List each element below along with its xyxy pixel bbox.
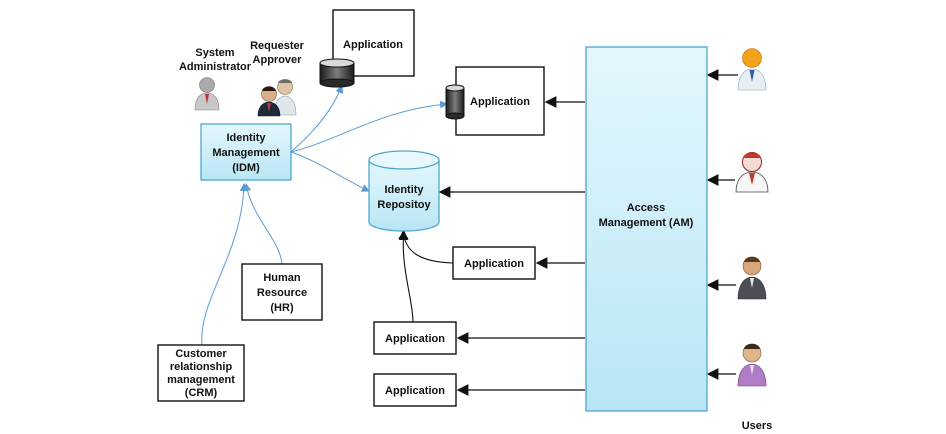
repo-app-to-repository-connector	[398, 229, 454, 264]
access-management-node: Access Management (AM)	[585, 46, 708, 412]
sysadmin-role: System Administrator	[179, 47, 252, 111]
hr-label-line-1: Human	[263, 272, 301, 284]
crm-to-idm-connector	[201, 183, 248, 346]
user-1-person-icon	[737, 48, 767, 91]
human-resource-node: Human Resource (HR)	[241, 263, 323, 321]
am-box	[585, 46, 708, 412]
low-app-to-repository-connector	[398, 229, 414, 323]
low-application-1: Application	[373, 321, 457, 355]
low-application-2-box	[373, 373, 457, 407]
am-label-line-2: Management (AM)	[599, 217, 694, 229]
crm-node: Customer relationship management (CRM)	[157, 344, 245, 402]
requester-person-icon	[257, 86, 281, 117]
hr-to-idm-connector	[243, 183, 283, 265]
mid-application-box	[455, 66, 545, 136]
user-2-person-icon	[735, 152, 769, 193]
idm-box	[200, 123, 292, 181]
idm-to-top-app-connector	[290, 85, 344, 153]
sysadmin-person-icon	[194, 77, 220, 111]
identity-repository-node: Identity Repositoy	[368, 150, 440, 232]
crm-label-line-1: Customer	[175, 348, 227, 360]
hr-label-line-2: Resource	[257, 287, 307, 299]
crm-box	[157, 344, 245, 402]
low-application-1-label: Application	[385, 333, 445, 345]
connectors	[201, 69, 738, 396]
requester-role: Requester Approver	[250, 40, 305, 117]
low-application-2-label: Application	[385, 385, 445, 397]
low-application-2: Application	[373, 373, 457, 407]
idm-label-line-2: Management	[212, 147, 280, 159]
idm-to-repository-connector	[290, 151, 370, 192]
top-application-label: Application	[343, 39, 403, 51]
low-application-1-box	[373, 321, 457, 355]
hr-label-line-3: (HR)	[270, 302, 294, 314]
repository-cylinder-body	[368, 160, 440, 232]
mid-application-database-icon	[445, 84, 465, 120]
idm-label-line-3: (IDM)	[232, 162, 260, 174]
hr-box	[241, 263, 323, 321]
mid-application: Application	[445, 66, 545, 136]
user-3-person-icon	[737, 256, 767, 300]
repo-application-box	[452, 246, 536, 280]
crm-label-line-2: relationship	[170, 361, 233, 373]
crm-label-line-4: (CRM)	[185, 387, 218, 399]
sysadmin-label-line-1: System	[195, 47, 234, 59]
idm-to-mid-app-connector	[290, 100, 448, 153]
user-4-person-icon	[737, 343, 767, 387]
top-application-database-icon	[319, 58, 355, 88]
crm-label-line-3: management	[167, 374, 235, 386]
sysadmin-label-line-2: Administrator	[179, 61, 252, 73]
repository-cylinder-top	[368, 150, 440, 170]
mid-application-label: Application	[470, 96, 530, 108]
repo-application-label: Application	[464, 258, 524, 270]
requester-label-line-2: Approver	[253, 54, 303, 66]
users-label: Users	[742, 420, 773, 432]
top-application: Application	[319, 9, 415, 88]
repository-label-line-2: Repositoy	[377, 199, 431, 211]
identity-management-node: Identity Management (IDM)	[200, 123, 292, 181]
am-label-line-1: Access	[627, 202, 666, 214]
requester-label-line-1: Requester	[250, 40, 305, 52]
repository-label-line-1: Identity	[384, 184, 424, 196]
idm-label-line-1: Identity	[226, 132, 266, 144]
repo-application: Application	[452, 246, 536, 280]
